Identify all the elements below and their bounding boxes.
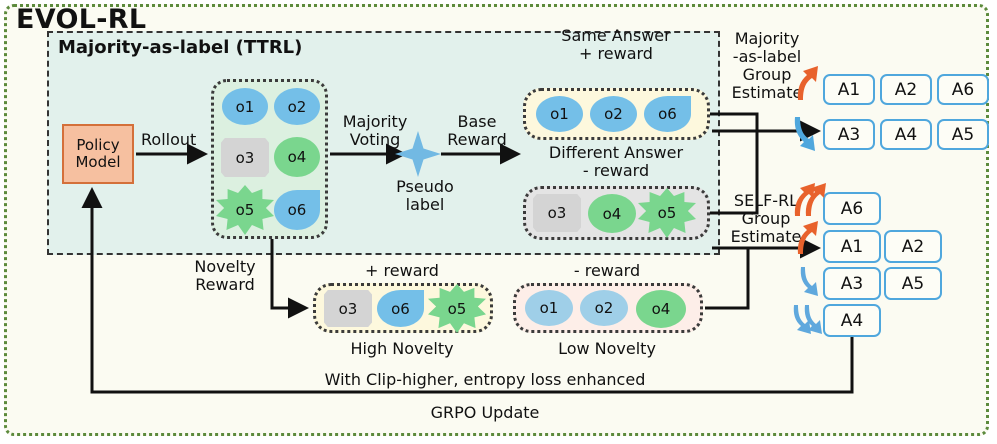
majority-answer-a6[interactable]: A6 (937, 74, 989, 105)
token-label: o3 (235, 148, 255, 167)
token-label: o3 (338, 299, 358, 318)
high-novelty-token-o3[interactable]: o3 (324, 290, 372, 327)
answer-label: A3 (837, 124, 861, 145)
high-novelty-reward: + reward (365, 261, 439, 280)
answer-label: A2 (901, 236, 925, 257)
answer-label: A2 (894, 79, 918, 100)
edge-label-novelty-reward-l2: Reward (195, 275, 255, 294)
same-answer-token-o6[interactable]: o6 (644, 96, 691, 132)
answer-label: A3 (840, 273, 864, 294)
self-rl-answer-a2[interactable]: A2 (884, 230, 942, 263)
edge-label-base-reward-l2: Reward (447, 130, 507, 149)
majority-estimate-l1: Majority (734, 29, 800, 48)
page-title: EVOL-RL (16, 4, 147, 35)
edge-label-majority-voting-l2: Voting (349, 130, 401, 149)
same-answer-reward: + reward (579, 44, 653, 63)
self-rl-answer-a4[interactable]: A4 (823, 304, 881, 337)
answer-label: A4 (840, 310, 864, 331)
majority-estimate-l2: -as-label (732, 47, 802, 66)
token-label: o4 (651, 300, 671, 318)
different-answer-heading: Different Answer (548, 143, 684, 162)
high-novelty-caption: High Novelty (350, 339, 454, 358)
majority-answer-a5[interactable]: A5 (937, 119, 989, 150)
rollout-token-o1[interactable]: o1 (222, 88, 268, 125)
token-label: o1 (550, 105, 569, 123)
answer-label: A6 (951, 79, 975, 100)
self-rl-answer-a6[interactable]: A6 (823, 192, 881, 225)
pseudo-label-l1: Pseudo (396, 177, 454, 196)
ttrl-panel-title: Majority-as-label (TTRL) (58, 37, 303, 58)
rollout-token-o2[interactable]: o2 (274, 88, 320, 125)
token-label: o1 (235, 97, 255, 116)
pseudo-label-l2: label (405, 195, 445, 214)
self-rl-answer-a5[interactable]: A5 (884, 267, 942, 300)
answer-label: A1 (837, 79, 861, 100)
self-rl-answer-a1[interactable]: A1 (823, 230, 881, 263)
same-answer-token-o1[interactable]: o1 (536, 96, 583, 132)
low-novelty-reward: - reward (573, 261, 641, 280)
same-answer-heading: Same Answer (561, 26, 671, 45)
edge-label-grpo-update: GRPO Update (430, 403, 540, 422)
policy-model-line1: Policy (76, 135, 120, 154)
token-label: o2 (287, 97, 307, 116)
majority-estimate-l4: Estimate (731, 83, 803, 102)
policy-model-box[interactable]: Policy Model (62, 124, 134, 184)
token-label: o3 (547, 204, 567, 222)
token-label: o6 (658, 105, 677, 123)
rollout-token-o6[interactable]: o6 (274, 190, 320, 230)
high-novelty-token-o6[interactable]: o6 (377, 290, 424, 327)
self-rl-estimate-l1: SELF-RL (733, 191, 799, 210)
answer-label: A5 (901, 273, 925, 294)
majority-answer-a3[interactable]: A3 (823, 119, 875, 150)
token-label: o5 (657, 204, 677, 222)
token-label: o1 (539, 299, 559, 317)
majority-estimate-l3: Group (742, 65, 792, 84)
answer-label: A4 (894, 124, 918, 145)
majority-answer-a1[interactable]: A1 (823, 74, 875, 105)
token-label: o5 (235, 201, 255, 219)
different-answer-token-o4[interactable]: o4 (588, 194, 636, 233)
self-rl-estimate-l3: Estimate (730, 227, 802, 246)
different-answer-reward: - reward (582, 161, 650, 180)
answer-label: A1 (840, 236, 864, 257)
low-novelty-token-o1[interactable]: o1 (525, 290, 573, 326)
edge-label-novelty-reward-l1: Novelty (194, 257, 256, 276)
edge-label-clip-higher: With Clip-higher, entropy loss enhanced (324, 370, 646, 389)
answer-label: A5 (951, 124, 975, 145)
edge-label-majority-voting-l1: Majority (342, 112, 408, 131)
same-answer-token-o2[interactable]: o2 (590, 96, 637, 132)
majority-answer-a4[interactable]: A4 (880, 119, 932, 150)
token-label: o2 (594, 299, 614, 317)
low-novelty-caption: Low Novelty (558, 339, 656, 358)
token-label: o6 (287, 201, 307, 219)
rollout-token-o4[interactable]: o4 (274, 137, 320, 177)
self-rl-estimate-l2: Group (741, 209, 791, 228)
token-label: o2 (604, 105, 623, 123)
edge-label-rollout: Rollout (141, 130, 197, 149)
policy-model-line2: Model (75, 153, 121, 171)
majority-answer-a2[interactable]: A2 (880, 74, 932, 105)
token-label: o6 (391, 299, 410, 318)
token-label: o5 (447, 299, 467, 318)
rollout-token-o3[interactable]: o3 (221, 138, 269, 177)
low-novelty-token-o4[interactable]: o4 (636, 290, 686, 328)
edge-label-base-reward-l1: Base (457, 112, 497, 131)
answer-label: A6 (840, 198, 864, 219)
self-rl-answer-a3[interactable]: A3 (823, 267, 881, 300)
token-label: o4 (602, 204, 622, 223)
token-label: o4 (287, 148, 307, 166)
different-answer-token-o3[interactable]: o3 (533, 194, 581, 232)
low-novelty-token-o2[interactable]: o2 (580, 290, 628, 326)
